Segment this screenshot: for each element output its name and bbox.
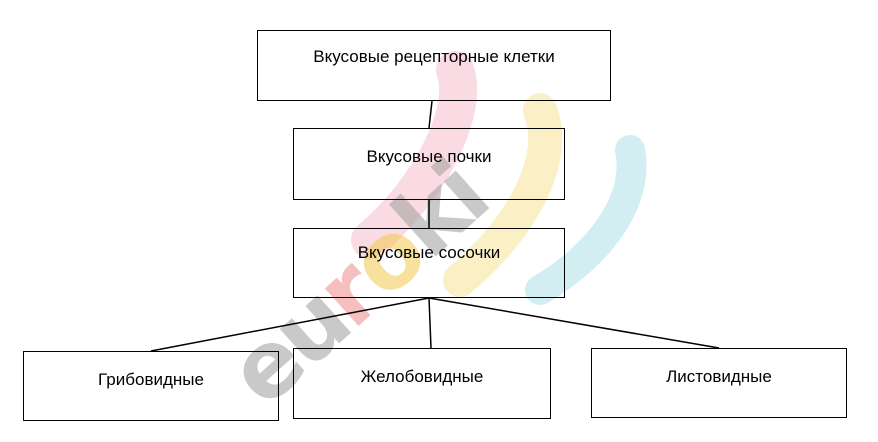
node-grooved: Желобовидные [293, 348, 551, 419]
node-label: Вкусовые почки [366, 147, 492, 166]
node-taste-papillae: Вкусовые сосочки [293, 228, 565, 298]
edge-receptors-to-buds [428, 100, 433, 129]
node-label: Листовидные [666, 367, 772, 386]
node-label: Вкусовые рецепторные клетки [313, 47, 555, 66]
node-receptor-cells: Вкусовые рецепторные клетки [257, 30, 611, 101]
node-label: Желобовидные [360, 367, 484, 386]
node-taste-buds: Вкусовые почки [293, 128, 565, 200]
node-fungiform: Грибовидные [23, 351, 279, 421]
node-label: Вкусовые сосочки [357, 243, 501, 262]
edge-papillae-to-fungiform [150, 297, 430, 352]
edge-papillae-to-grooved [428, 297, 432, 349]
node-label: Грибовидные [98, 370, 204, 389]
node-foliate: Листовидные [591, 348, 847, 418]
edge-papillae-to-foliate [428, 297, 720, 349]
